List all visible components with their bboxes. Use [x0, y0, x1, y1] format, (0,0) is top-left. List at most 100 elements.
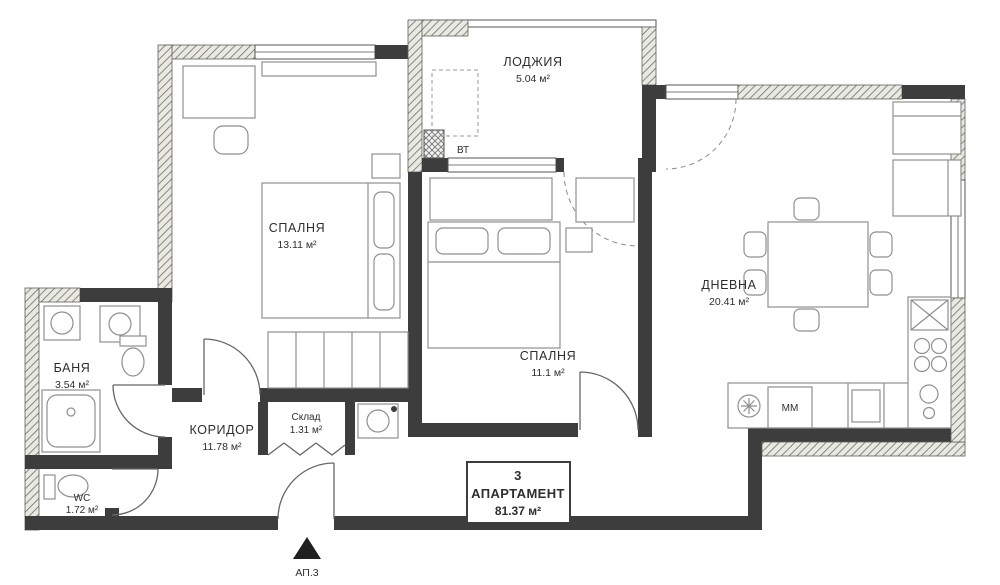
wall — [375, 45, 408, 59]
nightstand — [371, 153, 401, 179]
room-label-corridor: КОРИДОР — [190, 423, 255, 437]
room-label-loggia: ЛОДЖИЯ — [503, 55, 562, 69]
washing-machine-drum — [108, 312, 132, 336]
chair — [743, 231, 767, 258]
room-area-corridor: 11.78 м² — [202, 441, 242, 453]
exterior-wall — [641, 26, 657, 86]
chair — [743, 269, 767, 296]
toilet — [121, 347, 145, 377]
wall-under-kitchen — [748, 428, 965, 442]
wall-storage — [345, 402, 355, 455]
wall — [172, 388, 202, 402]
dishwasher — [767, 386, 813, 429]
chair — [869, 269, 893, 296]
chair — [213, 125, 249, 155]
wall — [260, 388, 422, 402]
kitchen-sink — [919, 384, 939, 404]
room-area-bath: 3.54 м² — [55, 379, 90, 391]
room-label-living: ДНЕВНА — [701, 278, 756, 292]
hob-symbol-circle — [737, 394, 761, 418]
wall — [158, 302, 172, 385]
room-area-storage: 1.31 м² — [290, 425, 323, 436]
stove-burner — [930, 355, 948, 373]
entrance-door-arc — [277, 462, 335, 520]
stove-burner — [913, 355, 931, 373]
appliance-knob — [391, 406, 397, 412]
bath-door-arc — [112, 384, 166, 438]
kitchen-sink-small — [922, 406, 936, 420]
exterior-wall — [407, 19, 423, 173]
exterior-wall — [737, 84, 903, 100]
chair — [793, 308, 820, 332]
shaft-label-vt: ВТ — [457, 145, 469, 156]
exterior-wall — [950, 297, 966, 443]
wall — [902, 85, 965, 99]
armchair — [892, 101, 962, 155]
nightstand — [565, 227, 593, 253]
bath-sink — [43, 305, 81, 341]
star-symbol — [741, 398, 757, 414]
exterior-wall — [761, 441, 966, 457]
bath-sink-basin — [50, 311, 74, 335]
pillow — [373, 253, 395, 311]
room-area-wc: 1.72 м² — [66, 505, 99, 516]
fridge — [910, 299, 949, 331]
wall-bedroom-divider — [408, 172, 422, 437]
fridge-cross — [910, 299, 949, 331]
pillow — [373, 191, 395, 249]
chair — [793, 197, 820, 221]
pillow — [435, 227, 489, 255]
apartment-area: 81.37 м² — [495, 504, 541, 518]
wall — [556, 158, 564, 172]
room-area-living: 20.41 м² — [709, 296, 749, 308]
entrance-label: АП.3 — [295, 567, 318, 579]
room-area-bedroom1: 13.11 м² — [277, 239, 317, 251]
apartment-title: АПАРТАМЕНТ — [471, 486, 565, 501]
living-balcony-door-swing-dashed — [665, 98, 737, 170]
stove-burner — [930, 337, 948, 355]
storage-folding-door — [267, 442, 346, 456]
bedroom2-door-arc — [579, 371, 639, 431]
wall-storage — [258, 402, 268, 455]
stove-burner — [913, 337, 931, 355]
exterior-wall — [24, 287, 40, 531]
exterior-wall — [38, 287, 81, 303]
vent-shaft — [423, 129, 445, 159]
bathtub-inner — [46, 394, 96, 448]
wall-bath-bottom — [25, 455, 172, 469]
wall — [748, 428, 762, 530]
room-label-bath: БАНЯ — [54, 361, 91, 375]
room-area-loggia: 5.04 м² — [516, 73, 551, 85]
dining-table — [767, 221, 869, 308]
wall-wc-stub — [105, 508, 119, 516]
entrance-arrow-icon — [293, 537, 321, 559]
room-label-bedroom2: СПАЛНЯ — [520, 349, 576, 363]
room-labels: ЛОДЖИЯ 5.04 м² СПАЛНЯ 13.11 м² СПАЛНЯ 11… — [54, 55, 799, 579]
toilet — [57, 474, 89, 498]
room-label-wc: WC — [74, 493, 91, 504]
wall-bottom — [25, 516, 278, 530]
exterior-wall — [164, 44, 256, 60]
wall — [422, 158, 448, 172]
wall — [638, 158, 652, 437]
washing-machine-drum — [366, 409, 390, 433]
bathtub — [41, 389, 101, 453]
doors — [111, 98, 737, 520]
kitchen-appliance-label-mm: ММ — [782, 403, 799, 414]
radiator — [261, 61, 377, 77]
wall — [642, 85, 656, 172]
room-area-bedroom2: 11.1 м² — [531, 367, 565, 379]
furniture — [41, 61, 962, 500]
dresser — [267, 331, 409, 389]
toilet-tank — [43, 474, 56, 500]
room-label-bedroom1: СПАЛНЯ — [269, 221, 325, 235]
loggia-door-swing-dashed — [563, 171, 639, 247]
wall — [80, 288, 172, 302]
wardrobe — [182, 65, 256, 119]
exterior-wall — [157, 44, 173, 303]
wc-door-arc — [111, 468, 159, 516]
entrance-marker — [293, 537, 321, 559]
wardrobe — [575, 177, 635, 223]
